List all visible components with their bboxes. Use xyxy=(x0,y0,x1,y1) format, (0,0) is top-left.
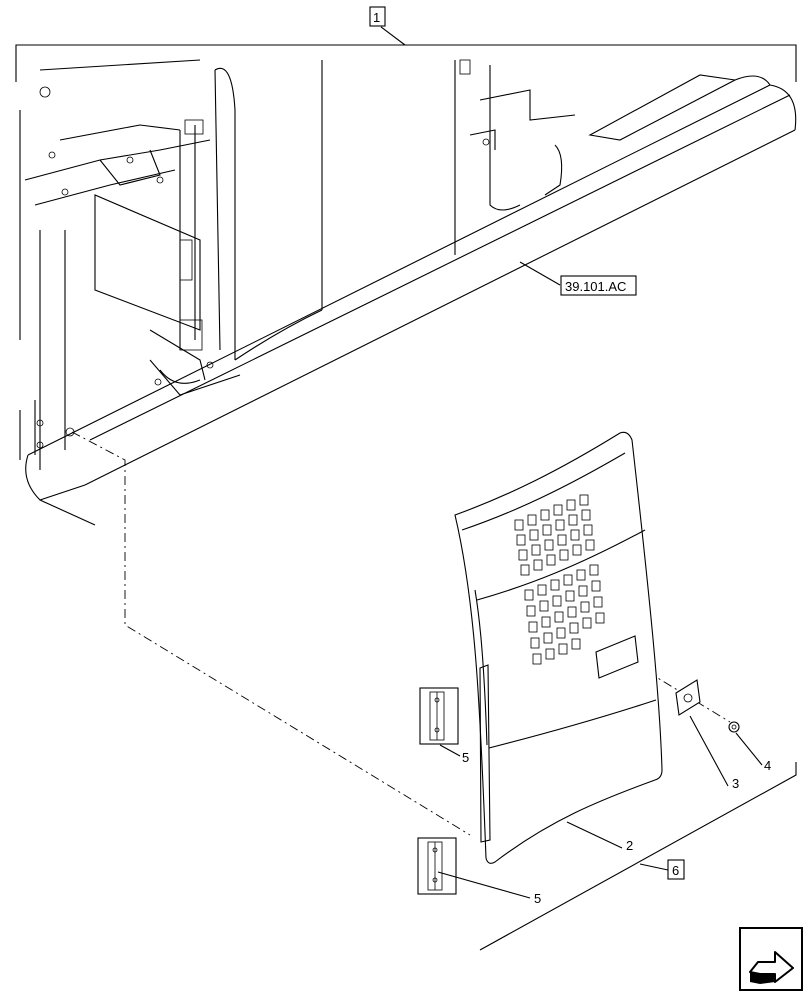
callout-2: 2 xyxy=(626,838,633,853)
sub-assembly-bracket xyxy=(479,762,797,951)
reference-label: 39.101.AC xyxy=(565,279,626,294)
reference-leader xyxy=(519,261,637,296)
latch-opening xyxy=(595,635,639,679)
sub-assembly-callout-6: 6 xyxy=(672,863,679,878)
clip-part xyxy=(675,679,701,716)
assembly-bracket xyxy=(15,6,797,82)
vent-grille-upper xyxy=(514,494,595,576)
callout-leader-2 xyxy=(566,821,623,849)
next-page-arrow-icon[interactable] xyxy=(739,927,803,991)
access-panel xyxy=(454,431,663,864)
alignment-line xyxy=(71,431,471,836)
callout-leader-5a xyxy=(439,744,461,757)
callout-leader-5b xyxy=(437,871,531,899)
hinge-upper xyxy=(419,687,459,745)
callout-5-lower: 5 xyxy=(534,891,541,906)
machine-frame-drawing xyxy=(19,59,797,526)
callout-leader-3 xyxy=(689,715,729,787)
callout-5-upper: 5 xyxy=(462,750,469,765)
vent-grille-lower xyxy=(524,564,605,665)
callout-leader-4 xyxy=(735,732,763,766)
callout-3: 3 xyxy=(732,776,739,791)
callout-4: 4 xyxy=(764,758,771,773)
fastener-part xyxy=(728,721,740,733)
hinge-lower xyxy=(417,837,457,895)
assembly-callout-1: 1 xyxy=(373,10,380,25)
